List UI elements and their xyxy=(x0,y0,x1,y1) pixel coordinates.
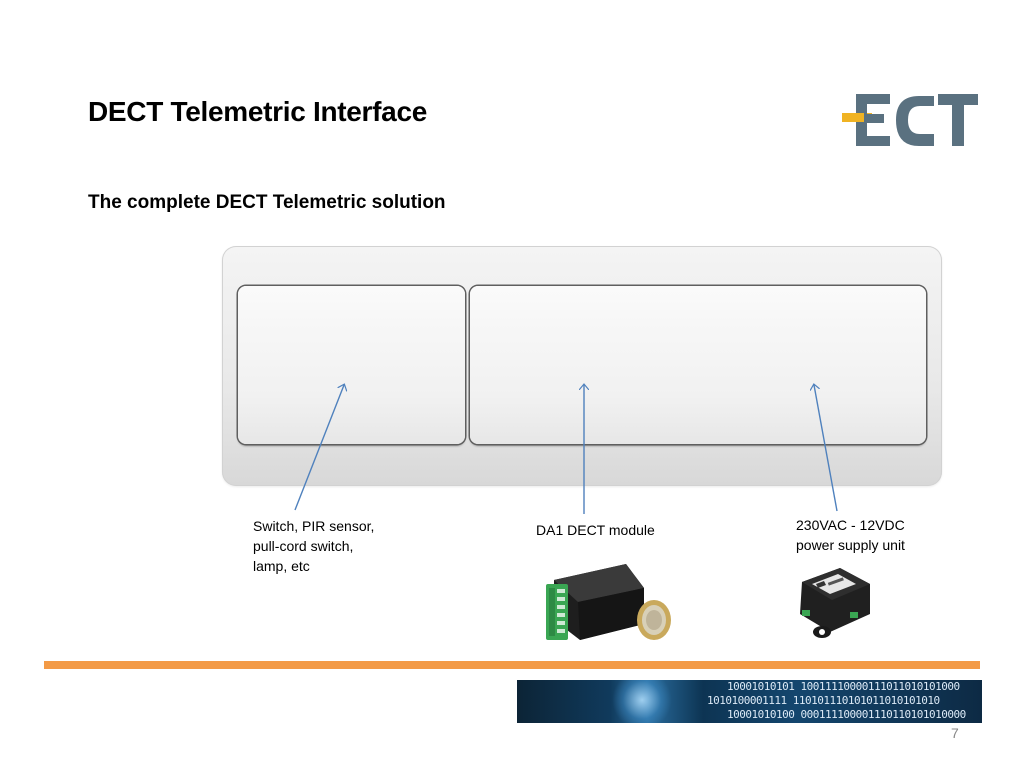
banner-bits-row-3: 10001010100 000111100001110110101010000 xyxy=(727,708,966,721)
caption-switch-line-3: lamp, etc xyxy=(253,558,310,574)
banner-glow xyxy=(612,680,672,723)
caption-switch: Switch, PIR sensor, pull-cord switch, la… xyxy=(253,516,374,576)
ect-logo xyxy=(842,92,980,148)
switch-rocker-right xyxy=(470,286,926,444)
caption-psu-line-1: 230VAC - 12VDC xyxy=(796,517,905,533)
page-number: 7 xyxy=(951,725,959,741)
slide-title: DECT Telemetric Interface xyxy=(88,96,427,127)
slide-subtitle: The complete DECT Telemetric solution xyxy=(88,192,446,213)
power-supply-photo xyxy=(800,568,870,638)
caption-psu: 230VAC - 12VDC power supply unit xyxy=(796,515,905,555)
switch-rocker-left xyxy=(238,286,465,444)
caption-module: DA1 DECT module xyxy=(536,522,655,538)
ect-logo-mark xyxy=(842,94,978,146)
caption-psu-line-2: power supply unit xyxy=(796,537,905,553)
caption-switch-line-1: Switch, PIR sensor, xyxy=(253,518,375,534)
footer-accent-bar xyxy=(44,661,980,669)
caption-switch-line-2: pull-cord switch, xyxy=(253,538,354,554)
binary-banner-image: 10001010101 10011110000111011010101000 1… xyxy=(517,680,982,723)
banner-bits-row-1: 10001010101 10011110000111011010101000 xyxy=(727,680,960,693)
banner-bits-row-2: 1010100001111 110101110101011010101010 xyxy=(707,694,940,707)
da1-module-photo xyxy=(546,564,671,640)
